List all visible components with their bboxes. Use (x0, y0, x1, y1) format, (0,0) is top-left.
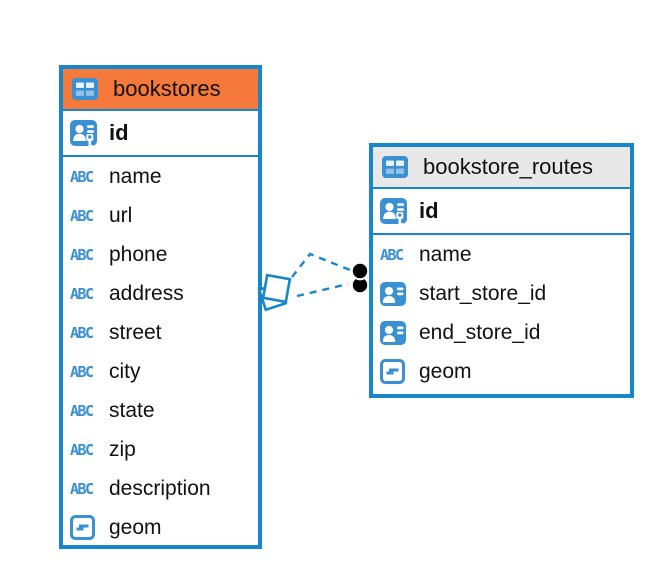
column-row-street[interactable]: ABC street (63, 313, 258, 352)
column-row-name[interactable]: ABC name (373, 235, 630, 274)
relationship-source-marker (257, 273, 292, 312)
text-type-icon: ABC (70, 323, 94, 342)
column-row-zip[interactable]: ABC zip (63, 430, 258, 469)
text-type-icon: ABC (70, 401, 94, 420)
text-type-icon: ABC (70, 206, 94, 225)
column-label: geom (419, 359, 472, 383)
column-row-name[interactable]: ABC name (63, 157, 258, 196)
relationship-line[interactable] (291, 252, 351, 298)
column-label: id (109, 120, 129, 145)
foreign-key-icon (380, 320, 412, 345)
column-label: state (109, 398, 155, 422)
column-row-city[interactable]: ABC city (63, 352, 258, 391)
column-label: description (109, 476, 211, 500)
primary-key-icon (380, 194, 412, 229)
column-row-url[interactable]: ABC url (63, 196, 258, 235)
object-type-icon (380, 359, 412, 384)
text-type-icon: ABC (70, 479, 94, 498)
column-label: url (109, 203, 133, 227)
column-label: geom (109, 515, 162, 539)
primary-key-icon (70, 116, 102, 151)
text-type-icon: ABC (70, 284, 94, 303)
column-row-geom[interactable]: geom (373, 352, 630, 391)
column-label: zip (109, 437, 136, 461)
entity-title: bookstores (113, 76, 221, 101)
text-type-icon: ABC (380, 245, 404, 264)
entity-header[interactable]: bookstores (63, 69, 258, 111)
column-label: street (109, 320, 162, 344)
text-type-icon: ABC (70, 245, 94, 264)
column-label: name (109, 164, 162, 188)
column-label: phone (109, 242, 168, 266)
object-type-icon (70, 515, 102, 540)
column-row-phone[interactable]: ABC phone (63, 235, 258, 274)
text-type-icon: ABC (70, 362, 94, 381)
column-label: city (109, 359, 141, 383)
foreign-key-icon (380, 281, 412, 306)
entity-title: bookstore_routes (423, 154, 593, 179)
table-icon (382, 156, 414, 178)
column-label: start_store_id (419, 281, 547, 305)
column-row-id[interactable]: id (373, 189, 630, 235)
column-row-address[interactable]: ABC address (63, 274, 258, 313)
column-label: name (419, 242, 472, 266)
column-label: address (109, 281, 184, 305)
column-label: end_store_id (419, 320, 541, 344)
relationship-target-marker (351, 263, 369, 293)
column-row-geom[interactable]: geom (63, 508, 258, 547)
entity-header[interactable]: bookstore_routes (373, 147, 630, 189)
column-row-state[interactable]: ABC state (63, 391, 258, 430)
text-type-icon: ABC (70, 167, 94, 186)
text-type-icon: ABC (70, 440, 94, 459)
column-label: id (419, 198, 439, 223)
table-icon (72, 78, 104, 100)
column-row-id[interactable]: id (63, 111, 258, 157)
column-row-end_store_id[interactable]: end_store_id (373, 313, 630, 352)
column-row-start_store_id[interactable]: start_store_id (373, 274, 630, 313)
column-row-description[interactable]: ABC description (63, 469, 258, 508)
